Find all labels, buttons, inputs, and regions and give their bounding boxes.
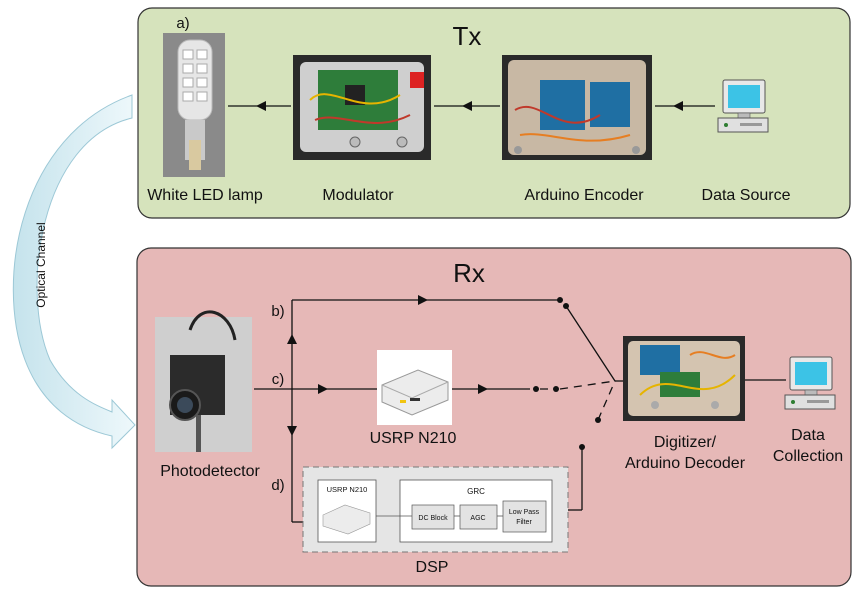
data-collection-label-2: Collection (773, 448, 843, 465)
low-pass-filter-label-1: Low Pass (509, 509, 540, 516)
data-source-label: Data Source (702, 187, 791, 204)
arduino-encoder-photo (502, 55, 652, 160)
low-pass-filter-label-2: Filter (516, 519, 532, 526)
switch-contacts (533, 297, 601, 450)
rx-title: Rx (453, 258, 485, 288)
dsp-label: DSP (416, 559, 449, 576)
panel-a-label: a) (176, 15, 189, 32)
tx-title: Tx (453, 21, 482, 51)
photodetector-label: Photodetector (160, 463, 260, 480)
optical-channel-label: Optical Channel (34, 222, 48, 307)
modulator-photo (293, 55, 431, 160)
decoder-label-1: Digitizer/ (654, 434, 717, 451)
usrp-n210-label: USRP N210 (370, 430, 457, 447)
grc-title: GRC (467, 487, 485, 496)
branch-arrowheads (287, 295, 488, 436)
led-lamp-photo (163, 33, 225, 177)
arduino-encoder-label: Arduino Encoder (524, 187, 644, 204)
dsp-usrp-label: USRP N210 (327, 485, 368, 494)
agc-label: AGC (470, 515, 485, 522)
path-d-label: d) (271, 477, 284, 494)
path-c-label: c) (272, 371, 285, 388)
optical-channel-arrow: Optical Channel (12, 94, 136, 450)
data-source-computer-icon (717, 79, 769, 133)
dsp-block: USRP N210 GRC DC Block AGC Low Pass Filt… (302, 466, 569, 553)
path-b-label: b) (271, 303, 284, 320)
modulator-label: Modulator (322, 187, 394, 204)
tx-panel: Tx a) (137, 7, 851, 219)
decoder-label-2: Arduino Decoder (625, 455, 746, 472)
photodetector-photo (155, 310, 252, 452)
arduino-decoder-photo (623, 336, 745, 421)
led-lamp-label: White LED lamp (147, 187, 263, 204)
usrp-n210-photo (377, 350, 452, 425)
dc-block-label: DC Block (418, 515, 448, 522)
data-collection-computer-icon (784, 356, 836, 410)
rx-panel: Rx Photodetector (136, 247, 852, 587)
data-collection-label-1: Data (791, 427, 825, 444)
